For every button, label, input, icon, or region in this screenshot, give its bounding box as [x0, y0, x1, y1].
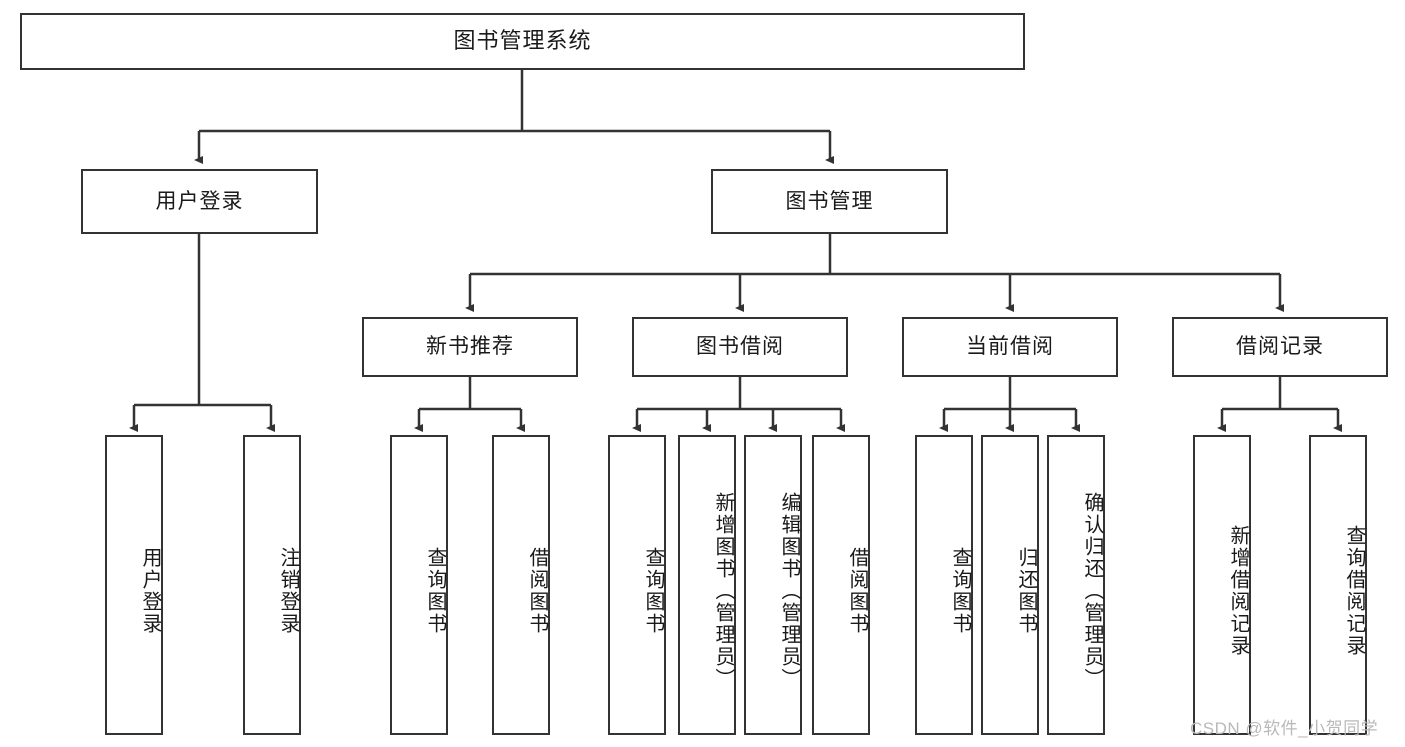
node-current-borrow[interactable]: 当前借阅 [902, 317, 1118, 377]
leaf-borrow-book[interactable]: 借阅图书 [812, 435, 870, 735]
node-book-management[interactable]: 图书管理 [711, 169, 948, 234]
leaf-label: 新增借阅记录 [1227, 525, 1249, 657]
leaf-label: 查询图书 [424, 547, 446, 635]
leaf-label: 查询图书 [642, 547, 664, 635]
node-book-borrow[interactable]: 图书借阅 [632, 317, 848, 377]
node-new-book-recommend[interactable]: 新书推荐 [362, 317, 578, 377]
leaf-label: 编辑图书（管理员） [778, 492, 800, 690]
leaf-edit-book[interactable]: 编辑图书（管理员） [744, 435, 802, 735]
leaf-label: 查询图书 [949, 547, 971, 635]
csdn-watermark: CSDN @软件_小贺同学 [1190, 719, 1379, 738]
leaf-borrow-book-recommend[interactable]: 借阅图书 [492, 435, 550, 735]
leaf-label: 新增图书（管理员） [712, 492, 734, 690]
leaf-logout-login[interactable]: 注销登录 [243, 435, 301, 735]
leaf-user-login[interactable]: 用户登录 [105, 435, 163, 735]
leaf-add-book[interactable]: 新增图书（管理员） [678, 435, 736, 735]
leaf-label: 借阅图书 [846, 547, 868, 635]
leaf-query-borrow-record[interactable]: 查询借阅记录 [1309, 435, 1367, 735]
node-root-system[interactable]: 图书管理系统 [20, 13, 1025, 70]
leaf-label: 查询借阅记录 [1343, 525, 1365, 657]
leaf-label: 确认归还（管理员） [1081, 492, 1103, 690]
node-user-login[interactable]: 用户登录 [81, 169, 318, 234]
leaf-add-borrow-record[interactable]: 新增借阅记录 [1193, 435, 1251, 735]
leaf-confirm-return[interactable]: 确认归还（管理员） [1047, 435, 1105, 735]
leaf-label: 归还图书 [1015, 547, 1037, 635]
leaf-return-book[interactable]: 归还图书 [981, 435, 1039, 735]
leaf-query-book-current[interactable]: 查询图书 [915, 435, 973, 735]
leaf-label: 借阅图书 [526, 547, 548, 635]
leaf-query-book-recommend[interactable]: 查询图书 [390, 435, 448, 735]
leaf-label: 注销登录 [277, 547, 299, 635]
leaf-query-book-borrow[interactable]: 查询图书 [608, 435, 666, 735]
node-borrow-record[interactable]: 借阅记录 [1172, 317, 1388, 377]
leaf-label: 用户登录 [139, 547, 161, 635]
